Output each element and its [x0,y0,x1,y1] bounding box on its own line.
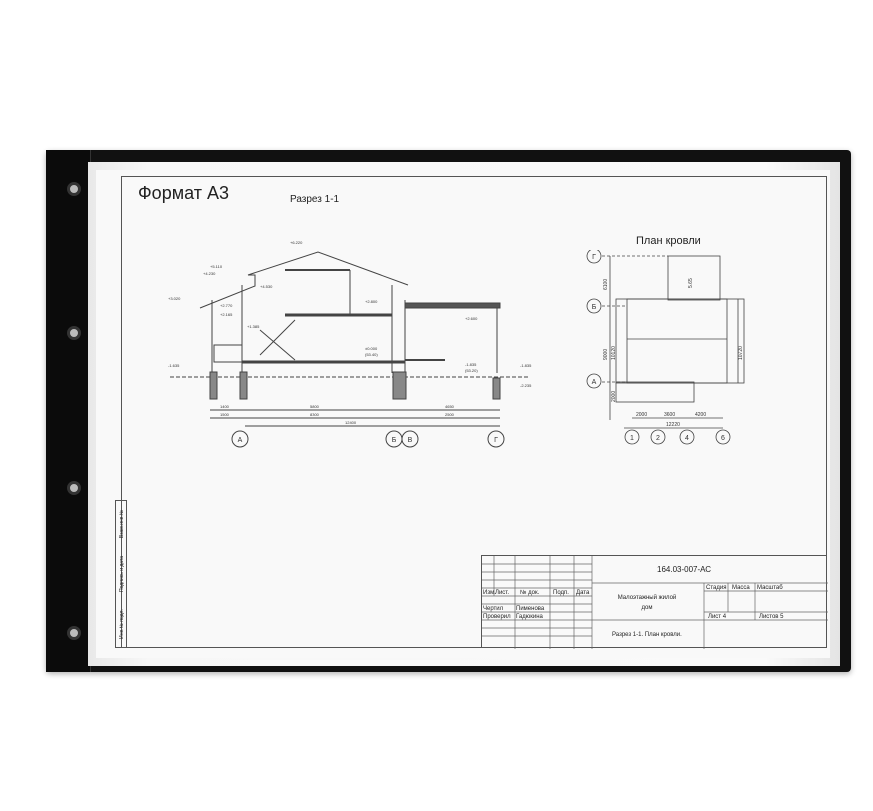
dimension-label: 3600 [664,412,675,418]
axis-label: А [592,379,597,386]
axis-label: Б [392,437,397,444]
axis-label: 4 [685,435,689,442]
header-cell: Подп. [553,590,569,596]
format-title: Формат А3 [138,183,229,203]
roof-plan-title: План кровли [636,235,701,247]
header-cell: № док. [520,590,540,596]
header-cell: Лист. [495,590,510,596]
axis-label: 2 [656,435,660,442]
dimension-label: 1500 [220,412,230,417]
name-cell: Пименова [516,606,545,612]
elevation-label: ±0.000 [365,346,378,351]
stamp-label: Подпись и дата [119,556,125,592]
header-cell: Изм. [483,590,496,596]
column-header: Масштаб [757,585,783,591]
axis-label: В [408,437,413,444]
header-cell: Дата [576,590,590,596]
axis-label: Б [592,304,597,311]
dimension-label: 2000 [636,412,647,418]
elevation-label: +2.770 [220,303,233,308]
elevation-label: +4.530 [260,284,273,289]
elevation-label: +4.230 [203,271,216,276]
drawing-sheet [96,170,830,658]
object-name: Малоэтажный жилой дом [617,595,677,611]
dimension-label: 10720 [738,346,744,360]
side-stamp: Взам.инв.№ Подпись и дата Инв.№ подл. [115,500,127,648]
elevation-label: +2.600 [465,316,478,321]
stamp-label: Взам.инв.№ [119,509,125,539]
axis-label: Г [592,254,596,261]
dimension-label: 1400 [220,404,230,409]
dimension-label: 4200 [695,412,706,418]
elevation-label: -2.235 [520,383,532,388]
binder-hole [67,326,81,340]
elevation-label: -1.835 [465,362,477,367]
elevation-label: (53.40) [365,352,378,357]
sheet-count: Листов 5 [759,614,784,620]
section-title: Разрез 1-1 [290,194,340,205]
role-cell: Проверил [483,614,511,620]
axis-label: Г [494,437,498,444]
stamp-label: Инв.№ подл. [119,609,125,639]
column-header: Масса [732,585,750,591]
binder-hole [67,182,81,196]
dimension-label: 9000 [603,349,609,360]
dimension-label: 5800 [310,404,320,409]
dimension-label: 10120 [611,346,617,360]
elevation-label: -1.835 [520,363,532,368]
dimension-label: 12400 [345,420,357,425]
sheet-number: Лист 4 [708,614,727,620]
elevation-label: +3.020 [168,296,181,301]
axis-label: 1 [630,435,634,442]
elevation-label: +1.385 [247,324,260,329]
elevation-label: (53.20) [465,368,478,373]
axis-label: А [238,437,243,444]
axis-label: 6 [721,435,725,442]
elevation-label: +2.800 [365,299,378,304]
dimension-label: 4650 [445,404,455,409]
drawing-frame [121,176,827,648]
dimension-label: 2500 [445,412,455,417]
elevation-label: +2.165 [220,312,233,317]
dimension-label: 8300 [310,412,320,417]
dimension-label: 12220 [666,422,680,428]
name-cell: Гадюкина [516,614,543,620]
elevation-label: +6.220 [290,240,303,245]
title-block: 164.03-007-АС Изм. Лист. № док. Подп. Да… [481,555,828,649]
elevation-label: +5.110 [210,264,223,269]
column-header: Стадия [706,585,727,591]
section-drawing: +6.220 +5.110 +4.230 +3.020 +2.770 +2.16… [168,240,532,448]
dimension-label: 6100 [603,279,609,290]
sheet-name: Разрез 1-1. План кровли. [612,632,682,638]
drawing-code: 164.03-007-АС [657,565,712,574]
elevation-label: -1.635 [168,363,180,368]
dimension-label: 2000 [611,391,617,402]
role-cell: Чертил [483,606,504,612]
roof-plan-drawing: 2000 3600 4200 12220 6100 9000 10120 200… [586,250,745,445]
binder-hole [67,626,81,640]
binder-hole [67,481,81,495]
folder-spine [46,150,91,672]
slope-label: 5.65 [688,278,694,288]
